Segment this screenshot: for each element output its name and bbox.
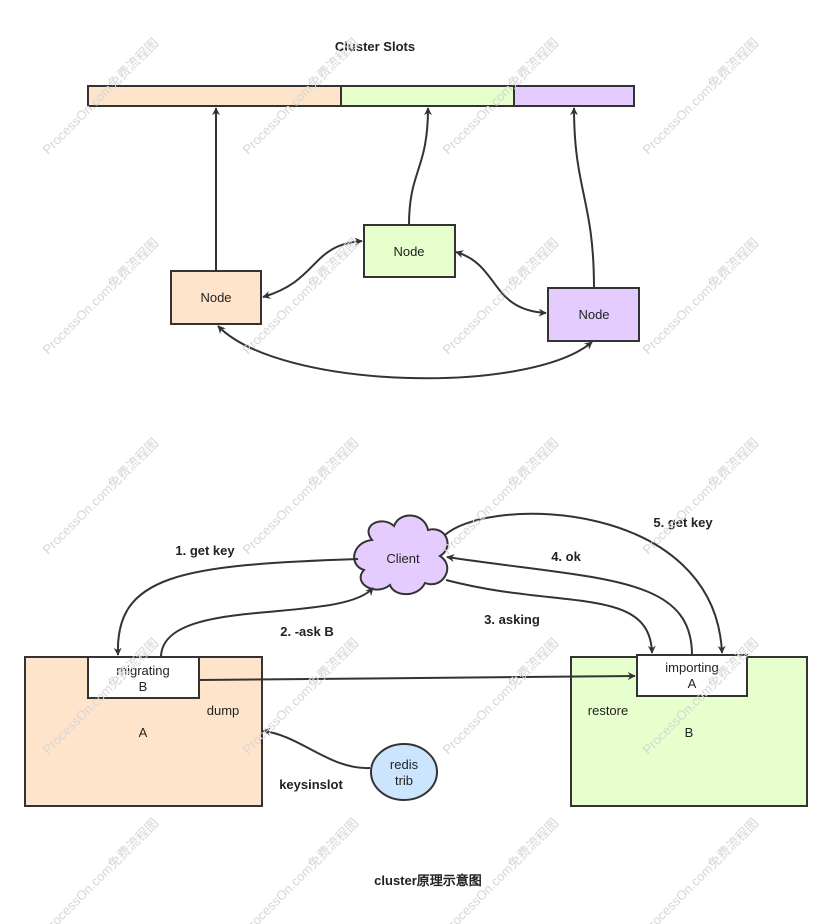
importing-line1: importing [665,660,718,675]
redis-trib-line1: redis [390,757,419,772]
watermark: ProcessOn.com免费流程图 [40,435,162,557]
node-orange[interactable]: Node [170,270,262,325]
watermark: ProcessOn.com免费流程图 [440,635,562,757]
redis-trib-node[interactable]: redis trib [370,743,438,801]
importing-box[interactable]: importing A [636,654,748,697]
node-green-label: Node [393,244,424,259]
edge-purple-to-slots [570,107,595,289]
node-purple-label: Node [578,307,609,322]
watermark: ProcessOn.com免费流程图 [40,815,162,924]
node-purple[interactable]: Node [547,287,640,342]
watermark: ProcessOn.com免费流程图 [640,235,762,357]
migrating-box[interactable]: migrating B [87,656,200,699]
watermark: ProcessOn.com免费流程图 [440,435,562,557]
importing-line2: A [688,676,697,691]
label-keysinslot: keysinslot [279,777,343,792]
node-a-name: A [139,725,148,740]
diagram-caption: cluster原理示意图 [374,873,482,888]
edge-ask-b [160,587,374,658]
migrating-line2: B [139,679,148,694]
migrating-line1: migrating [116,663,169,678]
edge-ok [446,554,693,656]
node-green[interactable]: Node [363,224,456,278]
watermark: ProcessOn.com免费流程图 [240,435,362,557]
node-a-action: dump [207,703,240,718]
watermark: ProcessOn.com免费流程图 [40,235,162,357]
node-b-action: restore [588,703,628,718]
label-get-key-5: 5. get key [653,515,713,530]
edge-keysinslot [262,727,371,770]
watermark: ProcessOn.com免费流程图 [240,815,362,924]
edge-orange-purple [217,325,593,380]
node-b-name: B [685,725,694,740]
cluster-slots-title: Cluster Slots [335,39,415,54]
client-cloud[interactable]: Client [353,514,449,596]
label-ask-b: 2. -ask B [280,624,333,639]
redis-trib-line2: trib [395,773,413,788]
edge-green-to-slots [408,107,432,226]
label-get-key-1: 1. get key [175,543,235,558]
edge-migrate [198,672,636,681]
edge-get-key-5 [444,512,726,654]
edge-get-key-1 [113,558,359,656]
edge-orange-green [262,237,363,299]
watermark: ProcessOn.com免费流程图 [640,435,762,557]
watermark: ProcessOn.com免费流程图 [640,815,762,924]
watermark: ProcessOn.com免费流程图 [640,35,762,157]
edge-asking [445,579,656,654]
slot-segment-purple [513,85,635,107]
client-label: Client [386,551,420,566]
node-orange-label: Node [200,290,231,305]
label-asking: 3. asking [484,612,540,627]
watermark: ProcessOn.com免费流程图 [440,815,562,924]
edge-green-purple [455,250,547,317]
slot-bar [87,85,635,107]
label-ok: 4. ok [551,549,581,564]
